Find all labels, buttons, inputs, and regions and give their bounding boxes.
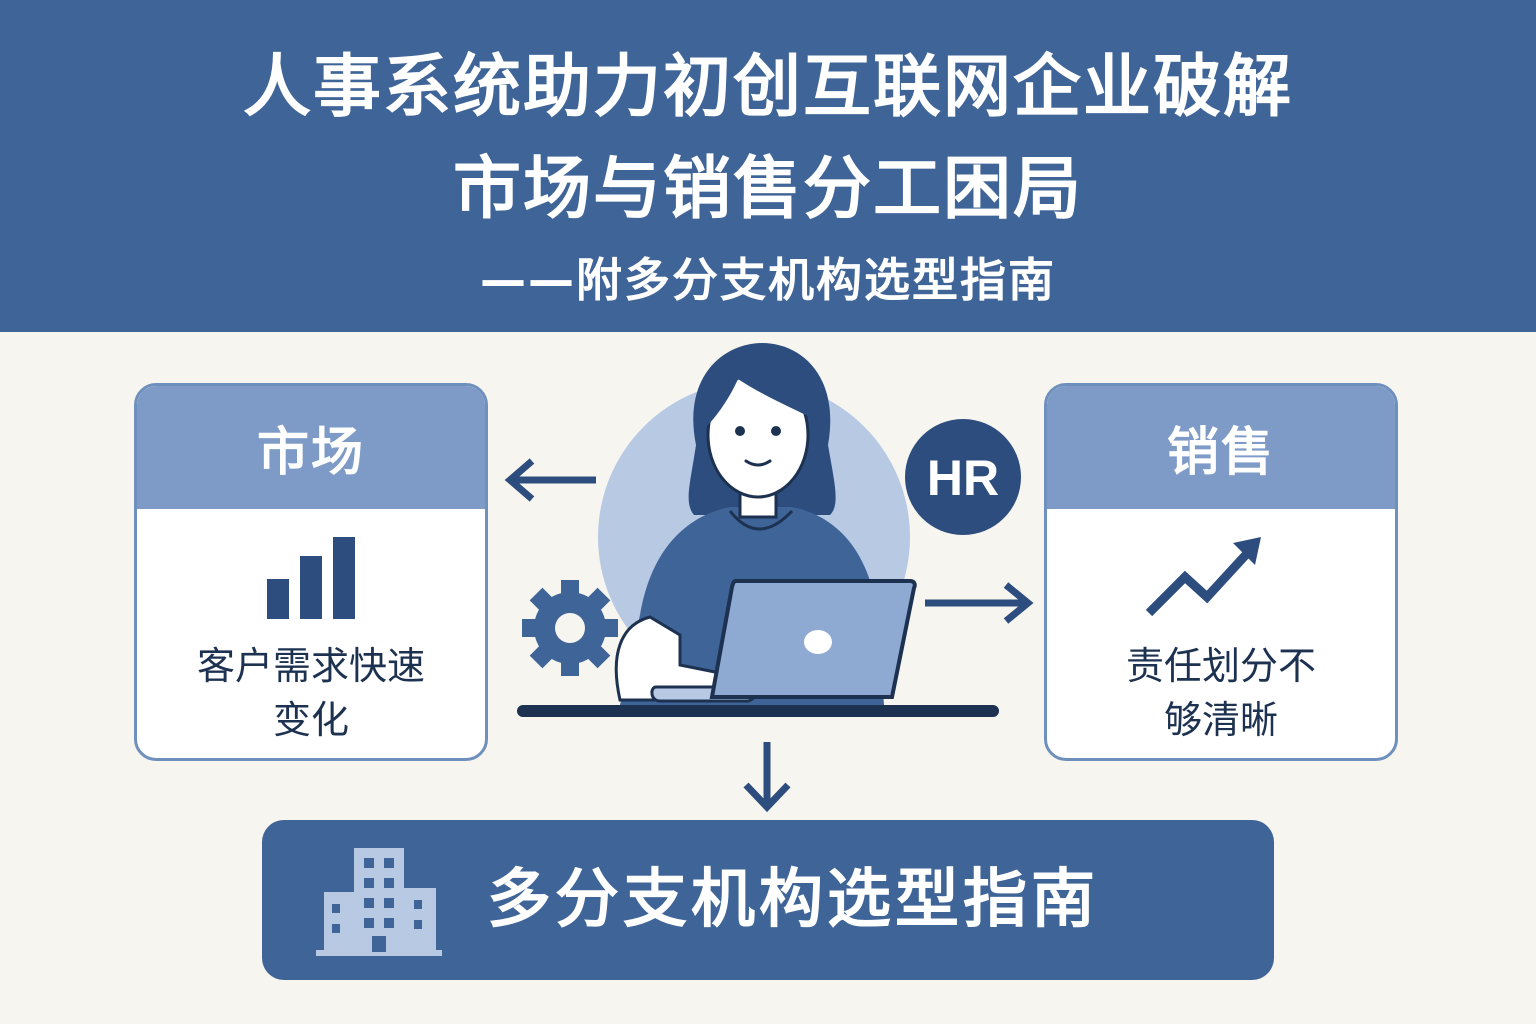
header-banner: 人事系统助力初创互联网企业破解 市场与销售分工困局 ——附多分支机构选型指南 — [0, 0, 1536, 332]
market-panel-text: 客户需求快速 变化 — [157, 639, 465, 747]
arrow-right-icon — [925, 582, 1034, 624]
market-panel: 市场 客户需求快速 变化 — [134, 383, 488, 761]
page-title-line-1: 人事系统助力初创互联网企业破解 — [242, 48, 1293, 127]
sales-panel-body: 责任划分不 够清晰 — [1047, 509, 1395, 758]
desk — [517, 705, 999, 717]
page-title-line-2: 市场与销售分工困局 — [452, 150, 1083, 229]
sales-text-line-1: 责任划分不 — [1125, 644, 1316, 688]
gear-icon — [522, 580, 618, 676]
sales-text-line-2: 够清晰 — [1163, 698, 1278, 742]
branch-guide-label: 多分支机构选型指南 — [487, 863, 1099, 937]
arrow-down-icon — [743, 742, 791, 813]
branch-guide-banner[interactable]: 多分支机构选型指南 — [262, 820, 1274, 980]
bar-chart-icon — [267, 537, 355, 619]
hr-badge-label: HR — [927, 450, 999, 506]
sales-panel: 销售 责任划分不 够清晰 — [1044, 383, 1398, 761]
hr-badge: HR — [905, 419, 1021, 535]
trend-up-arrow-icon — [1145, 537, 1261, 617]
arrow-left-icon — [504, 458, 596, 502]
building-icon — [316, 848, 442, 956]
sales-panel-title: 销售 — [1047, 386, 1395, 509]
page-subtitle: ——附多分支机构选型指南 — [480, 253, 1056, 307]
market-text-line-2: 变化 — [272, 698, 349, 742]
market-text-line-1: 客户需求快速 — [196, 644, 425, 688]
sales-panel-text: 责任划分不 够清晰 — [1067, 639, 1375, 747]
market-panel-body: 客户需求快速 变化 — [137, 509, 485, 758]
market-panel-title: 市场 — [137, 386, 485, 509]
hr-illustration: HR — [504, 343, 1034, 813]
